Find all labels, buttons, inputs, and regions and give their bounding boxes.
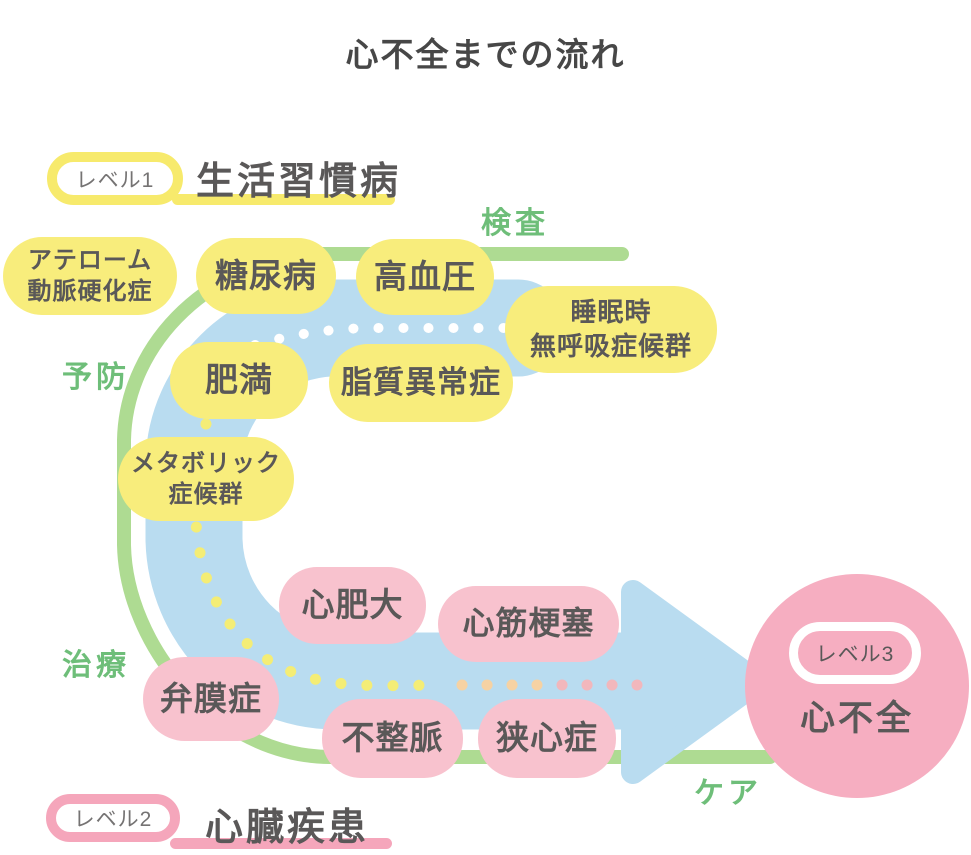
flow-arrow-head-icon — [621, 580, 769, 784]
stage-label-inspection: 検査 — [481, 207, 549, 240]
bubble-atheroma: アテローム 動脈硬化症 — [3, 237, 177, 315]
bubble-sleep-apnea: 睡眠時 無呼吸症候群 — [505, 286, 717, 373]
level1-badge: レベル1 — [47, 152, 183, 205]
bubble-valvular-disease: 弁膜症 — [143, 657, 279, 741]
level2-badge-label: レベル2 — [73, 808, 153, 831]
level2-title: 心臓疾患 — [205, 807, 370, 849]
stage-label-prevention: 予防 — [62, 361, 130, 394]
heart-failure-title: 心不全 — [799, 699, 914, 738]
level2-badge: レベル2 — [46, 794, 180, 842]
bubble-arrhythmia: 不整脈 — [322, 699, 463, 778]
bubble-myocardial-infarction: 心筋梗塞 — [438, 586, 619, 662]
page-title: 心不全までの流れ — [345, 36, 626, 74]
level2-underline — [170, 838, 392, 849]
bubble-dyslipidemia: 脂質異常症 — [329, 344, 513, 422]
level3-badge-label: レベル3 — [815, 643, 895, 666]
bubble-angina: 狭心症 — [478, 699, 616, 778]
bubble-obesity: 肥満 — [170, 342, 308, 419]
bubble-metabolic-syndrome: メタボリック 症候群 — [118, 437, 294, 521]
heart-failure-circle: レベル3 心不全 — [745, 574, 969, 798]
stage-label-treatment: 治療 — [62, 649, 130, 682]
bubble-cardiac-hypertrophy: 心肥大 — [279, 567, 426, 644]
level3-badge: レベル3 — [789, 622, 921, 684]
bubble-hypertension: 高血圧 — [356, 239, 494, 315]
bubble-diabetes: 糖尿病 — [196, 238, 336, 314]
level1-underline — [172, 194, 395, 205]
stage-label-care: ケア — [694, 777, 762, 810]
level1-badge-label: レベル1 — [75, 168, 155, 192]
level1-title: 生活習慣病 — [196, 161, 402, 203]
